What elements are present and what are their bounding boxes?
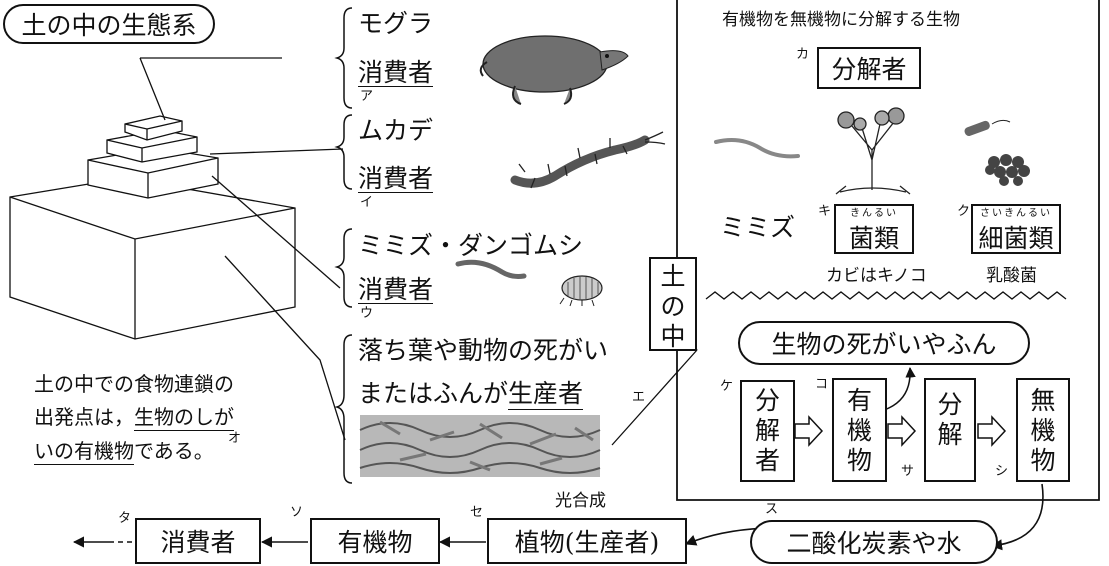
level-second-name: ムカデ xyxy=(358,116,434,145)
mark-ka: カ xyxy=(796,47,810,62)
mark-o: オ xyxy=(228,431,242,446)
flow-organic-box: 有機物 xyxy=(832,378,887,482)
mark-a: ア xyxy=(360,89,374,104)
mark-se: セ xyxy=(470,505,484,520)
decomposer-box: 分解者 xyxy=(817,47,921,89)
consumer-label: 消費者 xyxy=(160,528,236,557)
level-third-name: ミミズ・ダンゴムシ xyxy=(358,231,584,260)
panel-earthworm-illustration xyxy=(714,138,800,159)
leaf-litter-illustration xyxy=(359,415,601,477)
panel-heading: 有機物を無機物に分解する生物 xyxy=(722,10,960,30)
mole-illustration xyxy=(479,35,629,105)
title-text: 土の中の生態系 xyxy=(21,11,197,40)
mark-i: イ xyxy=(360,195,374,210)
level-top-role: 消費者 xyxy=(358,58,434,87)
level-base-role: 生産者 xyxy=(508,379,584,410)
title-pill: 土の中の生態系 xyxy=(3,4,215,44)
braces xyxy=(334,7,353,484)
centipede-illustration xyxy=(510,131,666,189)
flow-inorganic-box: 無機物 xyxy=(1016,378,1070,482)
soil-pyramid xyxy=(9,115,296,340)
bacteria-box: さいきんるい 細菌類 xyxy=(971,204,1061,254)
plant-label: 植物(生産者) xyxy=(514,528,660,557)
flow-decompose-box: 分解 xyxy=(924,378,976,482)
consumer-box: 消費者 xyxy=(135,518,261,564)
mark-su: ス xyxy=(765,502,779,517)
level-base-line2: またはふんが生産者 xyxy=(358,379,584,410)
note-line1: 土の中での食物連鎖の xyxy=(34,372,234,396)
bacteria-illustration xyxy=(964,119,1030,186)
decomposer-box-label: 分解者 xyxy=(831,55,907,84)
mark-sa: サ xyxy=(901,464,915,479)
dead-matter-pill: 生物の死がいやふん xyxy=(738,321,1030,365)
level-top-name: モグラ xyxy=(358,9,434,38)
flow-arrows xyxy=(794,415,1007,447)
note-line3: いの有機物である。 xyxy=(34,439,214,465)
mark-e: エ xyxy=(632,390,646,405)
fungi-examples: カビはキノコ xyxy=(826,266,927,286)
soil-zigzag-line xyxy=(705,291,1067,300)
mold-illustration xyxy=(835,107,911,195)
bacteria-ruby: さいきんるい xyxy=(980,207,1052,219)
panel-earthworm-label: ミミズ xyxy=(720,213,796,242)
organic-to-dead-arrow xyxy=(883,366,916,411)
mark-so: ソ xyxy=(290,505,304,520)
flow-decomposer-box: 分解者 xyxy=(740,380,795,482)
note-line2: 出発点は，生物のしが xyxy=(34,405,234,431)
organic-box: 有機物 xyxy=(310,518,440,564)
level-base-line2-prefix: またはふんが xyxy=(358,379,509,408)
level-third-role: 消費者 xyxy=(358,275,434,304)
photosynthesis-label: 光合成 xyxy=(555,491,606,511)
mark-u: ウ xyxy=(360,306,374,321)
mark-shi: シ xyxy=(995,464,1009,479)
fungi-box: きんるい 菌類 xyxy=(834,204,914,254)
dead-matter-label: 生物の死がいやふん xyxy=(771,330,997,359)
mark-ko: コ xyxy=(815,377,829,392)
chain-arrows xyxy=(72,483,1044,551)
pillbug-illustration xyxy=(559,275,603,307)
organic-label: 有機物 xyxy=(337,528,413,557)
co2-water-pill: 二酸化炭素や水 xyxy=(750,520,998,564)
level-second-role: 消費者 xyxy=(358,164,434,193)
mark-ku: ク xyxy=(957,204,971,219)
bacteria-example: 乳酸菌 xyxy=(986,266,1037,286)
fungi-label: 菌類 xyxy=(848,223,899,253)
mark-ta: タ xyxy=(118,511,132,526)
plant-box: 植物(生産者) xyxy=(487,518,687,564)
note-line2-underlined: 生物のしが xyxy=(134,405,234,431)
pyramid-callout-lines xyxy=(139,57,346,441)
soil-label-box: 土の中 xyxy=(649,257,697,351)
co2-water-label: 二酸化炭素や水 xyxy=(786,529,962,558)
note-line2-prefix: 出発点は， xyxy=(34,405,134,429)
mark-ki: キ xyxy=(818,204,832,219)
note-line3-underlined: いの有機物 xyxy=(34,439,134,465)
note-line3-suffix: である。 xyxy=(134,439,214,463)
earthworm-illustration xyxy=(455,259,527,279)
bacteria-label: 細菌類 xyxy=(978,223,1054,253)
mark-ke: ケ xyxy=(720,379,734,394)
decomposer-panel-frame xyxy=(676,0,1100,501)
fungi-ruby: きんるい xyxy=(850,207,898,219)
level-base-line1: 落ち葉や動物の死がい xyxy=(358,336,609,365)
